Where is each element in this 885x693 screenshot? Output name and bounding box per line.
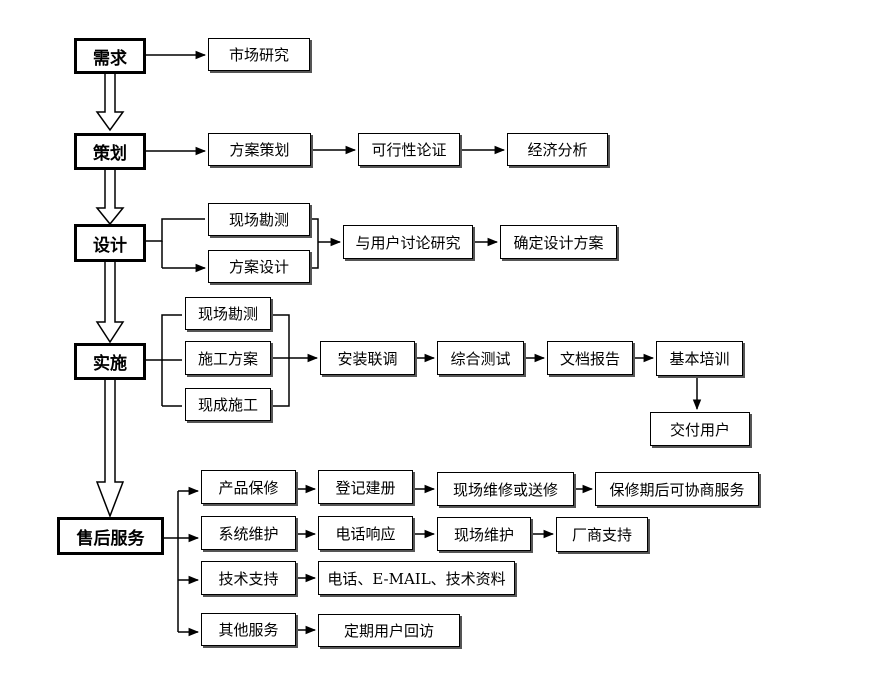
node-warranty: 产品保修: [201, 470, 296, 504]
node-other-services: 其他服务: [201, 613, 296, 646]
node-doc-report: 文档报告: [547, 341, 633, 375]
design-merge: [310, 218, 319, 269]
stage-arrow-design-implement: [95, 262, 125, 344]
node-construction-plan: 施工方案: [185, 341, 271, 375]
implement-fork: [146, 314, 182, 361]
node-post-warranty: 保修期后可协商服务: [595, 472, 759, 506]
design-fork: [146, 218, 205, 242]
node-register: 登记建册: [318, 470, 413, 504]
stage-design: 设计: [74, 224, 146, 262]
node-tech-support: 技术支持: [201, 561, 296, 595]
node-vendor-support: 厂商支持: [556, 517, 648, 552]
node-onsite-maintenance: 现场维护: [437, 517, 531, 551]
node-deliver-user: 交付用户: [650, 412, 750, 446]
stage-arrow-implement-aftersales: [95, 380, 125, 519]
node-install-debug: 安装联调: [320, 341, 415, 375]
node-discuss-with-user: 与用户讨论研究: [343, 225, 473, 259]
stage-implement: 实施: [74, 343, 146, 380]
node-site-construction: 现成施工: [185, 388, 271, 421]
stage-demand: 需求: [74, 38, 146, 74]
node-design-site-survey: 现场勘测: [208, 203, 310, 236]
node-phone-response: 电话响应: [318, 516, 413, 550]
node-basic-training: 基本培训: [656, 341, 743, 376]
node-integrated-test: 综合测试: [437, 341, 524, 375]
node-market-research: 市场研究: [208, 38, 310, 71]
node-feasibility: 可行性论证: [358, 133, 460, 166]
node-economic-analysis: 经济分析: [507, 133, 608, 166]
stage-after-sales: 售后服务: [57, 517, 164, 555]
stage-arrow-demand-planning: [95, 74, 125, 132]
implement-merge: [271, 314, 290, 407]
node-confirm-design: 确定设计方案: [500, 225, 617, 259]
node-system-maintenance: 系统维护: [201, 516, 296, 550]
node-scheme-design: 方案设计: [208, 250, 310, 283]
node-regular-visit: 定期用户回访: [318, 614, 460, 647]
node-onsite-repair: 现场维修或送修: [437, 472, 574, 506]
stage-planning: 策划: [74, 133, 146, 170]
stage-arrow-planning-design: [95, 170, 125, 226]
node-tech-contacts: 电话、E-MAIL、技术资料: [318, 561, 515, 595]
node-plan-scheme: 方案策划: [208, 133, 311, 166]
node-impl-site-survey: 现场勘测: [185, 297, 271, 330]
